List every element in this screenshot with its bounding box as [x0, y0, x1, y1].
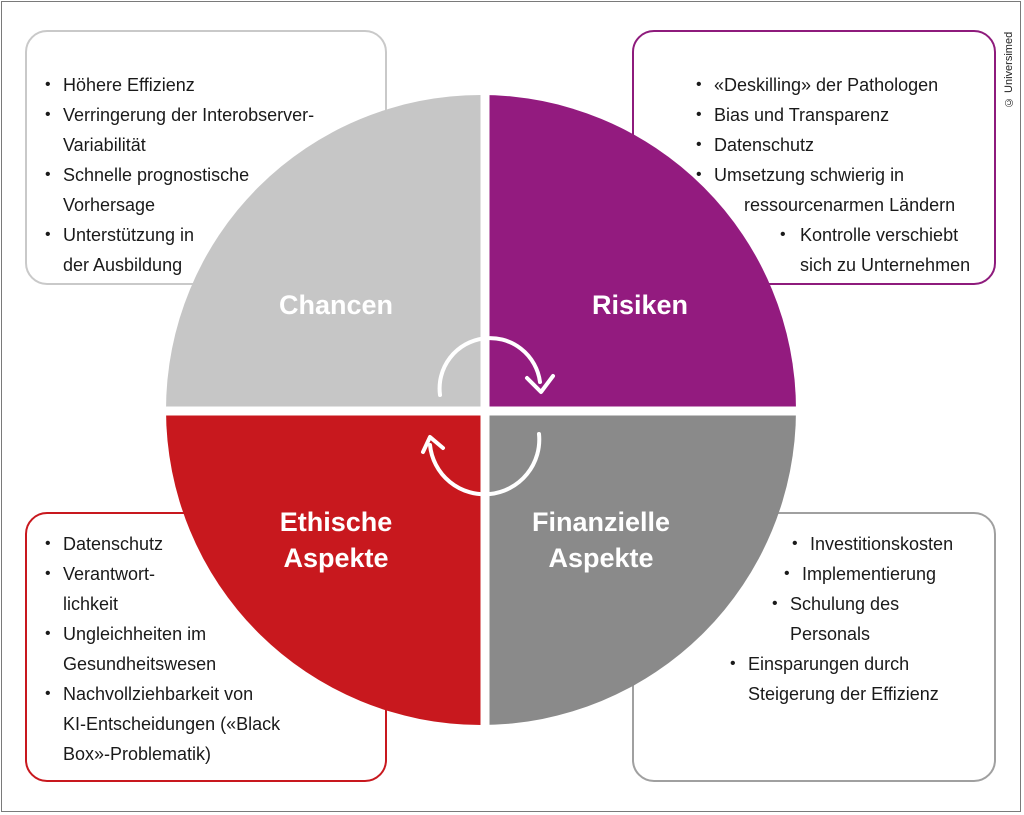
list-item: Verringerung der Interobserver-	[37, 100, 314, 130]
sub-item-text: Kontrolle verschiebt	[800, 225, 959, 245]
list-item: ressourcenarmen Ländern	[744, 195, 956, 215]
list-item: Nachvollziehbarkeit von	[37, 679, 280, 709]
ethik-list: Datenschutz Verantwort- lichkeit Ungleic…	[37, 529, 280, 769]
list-item: Einsparungen durch	[722, 649, 953, 679]
cycle-arrow-top-icon	[437, 336, 542, 397]
list-item: Personals	[790, 624, 871, 644]
list-item: Umsetzung schwierig in	[688, 160, 970, 190]
risiken-quadrant	[481, 95, 796, 410]
list-item: Gesundheitswesen	[63, 654, 217, 674]
finanz-box: Investitionskosten Implementierung Schul…	[632, 512, 996, 782]
chancen-quadrant	[166, 95, 481, 410]
finanz-title-line2: Aspekte	[548, 543, 653, 573]
list-item: KI-Entscheidungen («Black	[63, 714, 281, 734]
list-item: Verantwort-	[37, 559, 280, 589]
list-item: der Ausbildung	[63, 255, 183, 275]
list-item: Schulung des	[764, 589, 953, 619]
list-item: Variabilität	[63, 135, 146, 155]
finanz-quadrant	[481, 410, 796, 725]
finanz-list: Investitionskosten Implementierung Schul…	[728, 529, 953, 709]
list-item: lichkeit	[63, 594, 119, 614]
list-item: sich zu Unternehmen	[800, 255, 971, 275]
ethik-quadrant	[166, 410, 481, 725]
list-item: Vorhersage	[63, 195, 156, 215]
finanz-title-line1: Finanzielle	[532, 507, 670, 537]
copyright-label: © Universimed	[1003, 31, 1015, 108]
list-item: Unterstützung in	[37, 220, 314, 250]
risiken-list: «Deskilling» der Pathologen Bias und Tra…	[688, 70, 970, 280]
cycle-arrow-top-head-icon	[525, 374, 555, 394]
list-item: Ungleichheiten im	[37, 619, 280, 649]
list-item: Steigerung der Effizienz	[748, 684, 939, 704]
list-item: «Deskilling» der Pathologen	[688, 70, 970, 100]
list-item: Schnelle prognostische	[37, 160, 314, 190]
chancen-title: Chancen	[279, 290, 393, 320]
ethik-title-line2: Aspekte	[283, 543, 388, 573]
list-item: Investitionskosten	[784, 529, 953, 559]
list-item: Datenschutz	[688, 130, 970, 160]
ethik-title-line1: Ethische	[280, 507, 393, 537]
list-item: Bias und Transparenz	[688, 100, 970, 130]
list-item: Implementierung	[776, 559, 953, 589]
list-item: Höhere Effizienz	[37, 70, 314, 100]
cycle-arrow-bottom-head-icon	[421, 435, 445, 454]
risiken-title: Risiken	[592, 290, 688, 320]
cycle-arrow-bottom-icon	[428, 432, 542, 497]
list-item: Datenschutz	[37, 529, 280, 559]
list-item: Box»-Problematik)	[63, 744, 212, 764]
chancen-list: Höhere Effizienz Verringerung der Intero…	[37, 70, 314, 280]
